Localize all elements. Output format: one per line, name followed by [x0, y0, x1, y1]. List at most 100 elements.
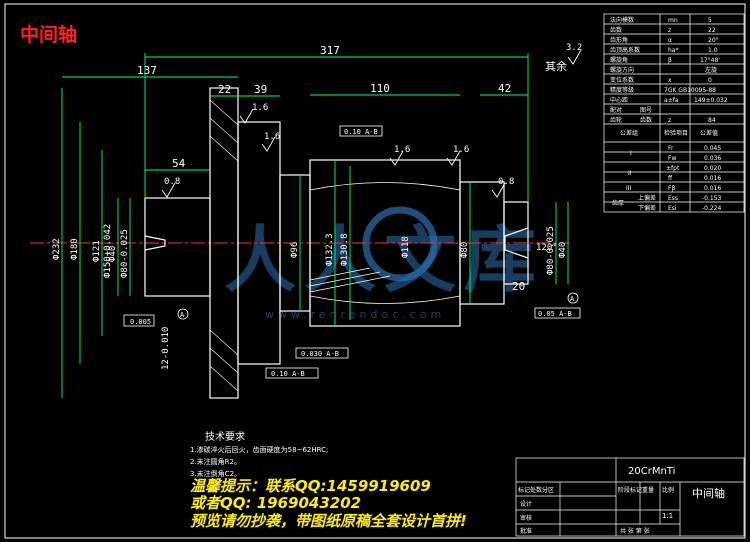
roughness-a: 1.6: [252, 103, 268, 113]
dim-angle: 120°: [536, 243, 558, 253]
dim-hub2-dia: Ф121: [92, 240, 102, 262]
roughness-d: 1.6: [394, 145, 410, 155]
roughness-e: 1.6: [453, 145, 469, 155]
group-4: 齿厚: [612, 199, 624, 207]
drawing-title: 中间轴: [20, 23, 77, 46]
dim-left-journal: 54: [172, 157, 186, 170]
pair-header-0: 公差组: [620, 129, 638, 137]
group-3: III: [626, 185, 632, 192]
param-4-val: 17°48': [700, 57, 720, 64]
tol-runout-left: 0.005: [130, 318, 151, 326]
dim-shaft-dia: Ф118: [401, 236, 411, 258]
param-6-sym: x: [668, 77, 672, 84]
param-5-val: 左旋: [705, 66, 717, 74]
pair-3: 齿数: [640, 116, 652, 124]
param-7-val: 7GK GB10095-88: [664, 87, 716, 94]
param-table: [603, 13, 745, 213]
param-2-sym: α: [668, 37, 672, 44]
group-1-r1-sym: Fw: [668, 155, 676, 162]
group-1: I: [630, 150, 632, 157]
title-block: [515, 457, 745, 537]
group-4-r1-name: 下偏差: [638, 204, 656, 212]
title-block-part-name: 中间轴: [692, 486, 725, 500]
dim-right-length: 42: [498, 82, 511, 95]
dim-mid-length: 110: [370, 82, 390, 95]
param-4-name: 螺旋角: [610, 56, 628, 64]
watermark-logo-icon: [362, 206, 438, 282]
dim-keyway: 12-0.010: [161, 327, 171, 370]
group-2-r1-sym: ff: [668, 175, 673, 182]
tech-req-item-2: 2.未注圆角R2。: [190, 457, 241, 466]
param-8-sym: a±fa: [664, 97, 679, 104]
title-block-check: 审核: [520, 514, 532, 522]
dim-left-length: 137: [137, 64, 157, 77]
warning-line-1: 温馨提示：联系QQ:1459919609: [190, 477, 431, 495]
title-block-scale: 1:1: [662, 512, 673, 520]
dim-hub-length: 39: [254, 83, 267, 96]
dim-hub1-dia: Ф180: [70, 238, 80, 260]
title-block-approve: 批准: [520, 527, 532, 535]
watermark-url: www.renrendoc.com: [265, 308, 445, 321]
pair-header-2: 公差值: [700, 129, 718, 137]
tolerance-frames: [123, 125, 581, 379]
group-2-r0-val: 0.020: [704, 165, 721, 172]
tech-req-title: 技术要求: [205, 430, 245, 443]
param-5-name: 螺旋方向: [610, 66, 634, 74]
gear-hatch: [209, 99, 239, 392]
dim-left-a: Ф40: [108, 246, 118, 262]
dim-gear-dia: Ф232: [52, 238, 62, 260]
param-1-sym: z: [668, 27, 671, 34]
tol-frame-b: 0.10 A-B: [271, 370, 305, 378]
param-1-name: 齿数: [610, 26, 622, 34]
group-4-r0-sym: Ess: [668, 195, 678, 202]
param-7-name: 精度等级: [610, 86, 634, 94]
pair-5: 84: [708, 117, 716, 124]
param-3-name: 齿顶高系数: [610, 46, 640, 54]
title-block-sheet: 共 张 第 张: [620, 527, 650, 535]
drawing-frame: [4, 3, 746, 539]
tol-frame-d: 0.05 A-B: [538, 310, 572, 318]
pair-header-1: 检验项目: [664, 129, 688, 137]
param-2-name: 齿形角: [610, 36, 628, 44]
param-0-val: 5: [708, 17, 712, 24]
param-0-name: 法向模数: [610, 16, 634, 24]
roughness-general-value: 3.2: [566, 43, 582, 53]
group-1-r0-val: 0.045: [704, 145, 721, 152]
dim-gear-width: 22: [218, 83, 231, 96]
dim-right-c: Ф40: [558, 242, 568, 258]
title-block-design: 设计: [520, 500, 532, 508]
group-4-r0-name: 上偏差: [638, 194, 656, 202]
pinion-teeth: [309, 182, 461, 304]
pair-0: 配对: [610, 106, 622, 114]
tol-datum-a: A: [180, 311, 185, 319]
dim-left-b: Ф80-0.025: [120, 229, 130, 278]
roughness-symbols: [161, 49, 582, 198]
dimension-lines: [61, 53, 569, 398]
param-6-name: 变位系数: [610, 76, 634, 84]
dim-overall: 317: [320, 44, 340, 57]
tol-ref-a: A: [570, 295, 575, 303]
title-block-stage: 阶段标记: [618, 486, 642, 494]
dim-right-b: Ф80-0.025: [546, 226, 556, 275]
param-4-sym: β: [668, 57, 672, 64]
param-2-val: 20°: [708, 37, 719, 44]
param-6-val: 0: [708, 77, 712, 84]
param-8-val: 149±0.032: [694, 97, 728, 104]
dim-tip-dia: Ф130.8: [340, 233, 350, 266]
group-4-r1-val: -0.224: [702, 205, 722, 212]
group-2-r1-val: 0.016: [704, 175, 721, 182]
pair-1: 图号: [640, 107, 652, 114]
group-4-r0-val: -0.153: [702, 195, 722, 202]
group-3-r0-val: 0.016: [704, 185, 721, 192]
param-1-val: 22: [708, 27, 716, 34]
pair-2: 齿轮: [610, 116, 622, 124]
group-1-r0-sym: Fr: [668, 145, 674, 152]
group-3-r0-sym: Fβ: [668, 185, 675, 192]
group-2-r0-sym: ±fpt: [666, 165, 680, 172]
tol-frame-c: 0.10 A-B: [344, 128, 378, 136]
roughness-c: 1.6: [264, 132, 280, 142]
pair-4: z: [668, 117, 671, 124]
roughness-general-label: 其余: [545, 59, 567, 73]
tech-req-item-1: 1.渗碳淬火后回火，齿面硬度为58~62HRC;: [190, 445, 328, 454]
title-block-mark: 标记处数分区: [518, 486, 554, 494]
